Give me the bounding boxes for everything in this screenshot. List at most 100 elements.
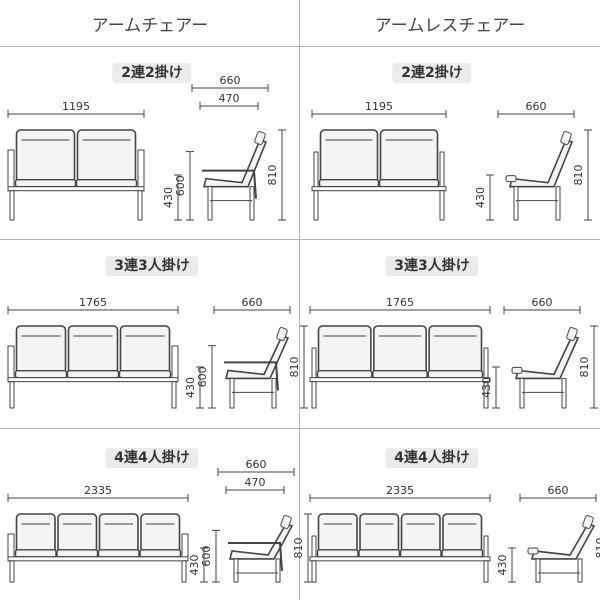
side-leg-back — [271, 377, 277, 409]
width-dim-label: 1195 — [365, 100, 393, 113]
seat-back — [67, 325, 119, 379]
side-seat-shell — [508, 139, 574, 188]
seat-height-dim-label: 430 — [480, 377, 493, 398]
width-dim-label: 2335 — [386, 484, 414, 497]
header-armless-chair: アームレスチェアー — [374, 15, 526, 36]
armrest — [7, 149, 15, 192]
seat-cushion — [372, 369, 428, 379]
depth-dim-label: 660 — [220, 74, 241, 87]
side-leg-back — [555, 186, 561, 221]
section-title-3seat-arm: 3連3人掛け — [105, 256, 199, 276]
side-seat-shell — [224, 335, 290, 380]
leg — [9, 560, 15, 583]
seat-cushion — [316, 369, 373, 379]
height-dim-label: 810 — [572, 165, 585, 186]
depth-dim-label: 660 — [548, 484, 569, 497]
row-divider — [0, 239, 600, 240]
leg — [171, 381, 177, 409]
height-dim-label: 810 — [292, 538, 305, 559]
leg — [9, 190, 15, 221]
row-divider — [0, 46, 600, 47]
side-leg-front — [513, 186, 519, 221]
leg — [483, 381, 489, 409]
seat-back — [15, 129, 76, 188]
side-leg-back — [561, 377, 567, 409]
leg — [137, 190, 143, 221]
seat-back — [76, 129, 137, 188]
beam — [309, 377, 491, 383]
arm-height-dim-label: 600 — [174, 175, 187, 196]
section-title-2seat-arm: 2連2掛け — [112, 63, 192, 83]
side-headrest — [254, 131, 266, 145]
seat-height-dim-label: 430 — [162, 187, 175, 208]
height-dim-label: 810 — [288, 357, 301, 378]
seat-cushion — [118, 369, 172, 379]
beam — [7, 377, 179, 383]
side-armrest — [228, 541, 283, 572]
seat-cushion — [139, 549, 182, 558]
seat-cushion — [427, 369, 484, 379]
width-dim-label: 2335 — [84, 484, 112, 497]
side-leg-front — [229, 377, 235, 409]
side-seat-shell — [228, 523, 294, 560]
arm-height-dim-label: 600 — [200, 546, 213, 567]
row-divider — [0, 428, 600, 429]
side-headrest — [582, 515, 594, 529]
side-leg-back — [275, 558, 281, 583]
beam — [7, 556, 189, 562]
side-leg-front — [519, 377, 525, 409]
side-seat-shell — [514, 335, 580, 380]
seat-height-dim-label: 430 — [474, 187, 487, 208]
seat-cushion — [75, 178, 138, 188]
seat-height-dim-label: 430 — [496, 555, 509, 576]
side-armrest — [224, 361, 279, 391]
section-title-3seat-armless: 3連3人掛け — [385, 256, 479, 276]
section-title-4seat-armless: 4連4人掛け — [385, 448, 479, 468]
seat-back — [119, 325, 171, 379]
armrest — [137, 149, 145, 192]
side-headrest — [276, 327, 288, 341]
seat-cushion — [399, 549, 442, 558]
leg — [313, 190, 319, 221]
seat-cushion — [14, 369, 68, 379]
side-leg-front — [207, 186, 213, 221]
seat-back — [15, 325, 67, 379]
arm-depth-dim-label: 470 — [219, 92, 240, 105]
seat-cushion — [14, 178, 77, 188]
seat-cushion — [66, 369, 120, 379]
side-headrest — [566, 327, 578, 341]
leg — [483, 560, 489, 583]
section-title-2seat-armless: 2連2掛け — [392, 63, 472, 83]
section-title-4seat-arm: 4連4人掛け — [105, 448, 199, 468]
seat-back — [373, 325, 427, 379]
seat-cushion — [378, 178, 440, 188]
depth-dim-label: 660 — [526, 100, 547, 113]
armrest — [171, 345, 179, 383]
depth-dim-label: 660 — [532, 296, 553, 309]
beam — [7, 186, 145, 192]
seat-cushion — [14, 549, 57, 558]
seat-cushion — [316, 549, 359, 558]
seat-back — [428, 325, 483, 379]
seat-cushion — [97, 549, 140, 558]
depth-dim-label: 660 — [246, 458, 267, 471]
leg — [439, 190, 445, 221]
leg — [9, 381, 15, 409]
seat-back — [319, 129, 379, 188]
leg — [181, 560, 187, 583]
side-frame — [313, 151, 319, 192]
seat-height-dim-label: 430 — [188, 555, 201, 576]
side-arm-stub — [505, 175, 517, 183]
seat-back — [379, 129, 439, 188]
width-dim-label: 1765 — [79, 296, 107, 309]
side-seat-shell — [202, 139, 268, 188]
height-dim-label: 810 — [578, 357, 591, 378]
width-dim-label: 1195 — [62, 100, 90, 113]
beam — [311, 186, 447, 192]
arm-height-dim-label: 600 — [196, 366, 209, 387]
armrest — [7, 345, 15, 383]
side-arm-stub — [527, 547, 539, 555]
seat-cushion — [441, 549, 484, 558]
header-armchair: アームチェアー — [91, 15, 209, 36]
